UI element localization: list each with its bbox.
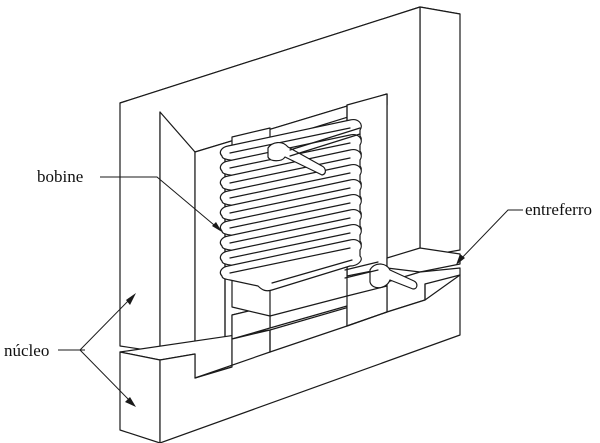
label-nucleo: núcleo [4, 293, 136, 407]
coil-top-lead [267, 142, 326, 176]
label-entreferro-text: entreferro [525, 200, 592, 219]
coil-turns [219, 119, 362, 292]
label-bobine: bobine [37, 167, 222, 232]
label-bobine-text: bobine [37, 167, 83, 186]
lower-core-block [119, 267, 461, 443]
label-entreferro: entreferro [456, 200, 592, 265]
coil-windings [219, 119, 418, 292]
coil-bottom-lead [369, 263, 418, 290]
coil-turn-edge [229, 247, 353, 284]
label-nucleo-text: núcleo [4, 341, 49, 360]
